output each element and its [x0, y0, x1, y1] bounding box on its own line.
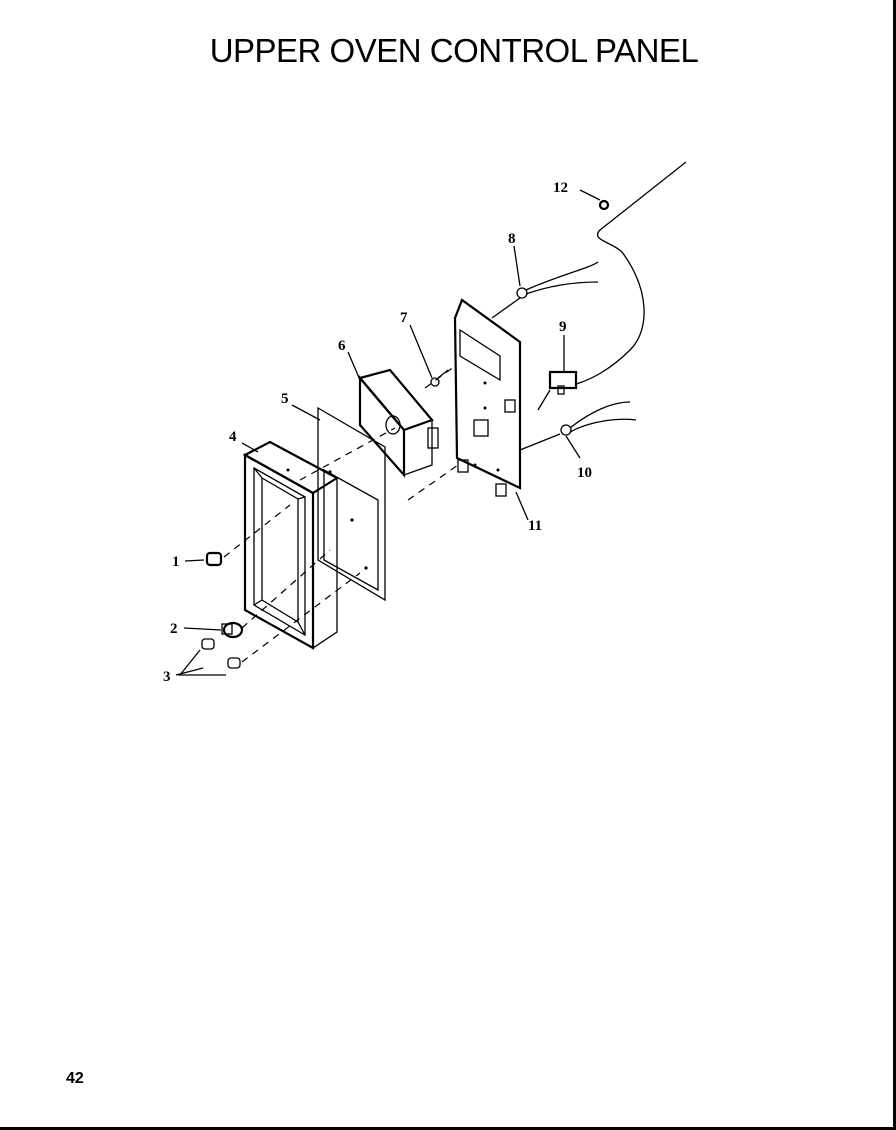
callout-8: 8 [508, 231, 516, 247]
callout-3: 3 [163, 669, 171, 685]
callout-11: 11 [528, 518, 542, 534]
page-number: 42 [66, 1070, 84, 1087]
callout-6: 6 [338, 338, 346, 354]
part-10-sensor-wire [519, 401, 637, 451]
callout-7: 7 [400, 310, 408, 326]
callout-5: 5 [281, 391, 289, 407]
callout-9: 9 [559, 319, 567, 335]
part-12-probe [575, 161, 687, 385]
callout-1: 1 [172, 554, 180, 570]
callout-4: 4 [229, 429, 237, 445]
part-5-overlay-panel [317, 406, 386, 602]
part-2-knob [221, 621, 244, 639]
part-8-sensor-wire [491, 261, 599, 319]
callout-10: 10 [577, 465, 592, 481]
part-3-spacers [201, 638, 241, 669]
callout-2: 2 [170, 621, 178, 637]
diagram-title: UPPER OVEN CONTROL PANEL [209, 32, 699, 69]
part-6-display-module [358, 368, 439, 478]
part-11-control-board [453, 298, 522, 497]
part-4-trim-frame [242, 440, 340, 650]
part-9-connector [537, 370, 578, 411]
part-1-knob [205, 551, 223, 567]
callout-12: 12 [553, 180, 568, 196]
